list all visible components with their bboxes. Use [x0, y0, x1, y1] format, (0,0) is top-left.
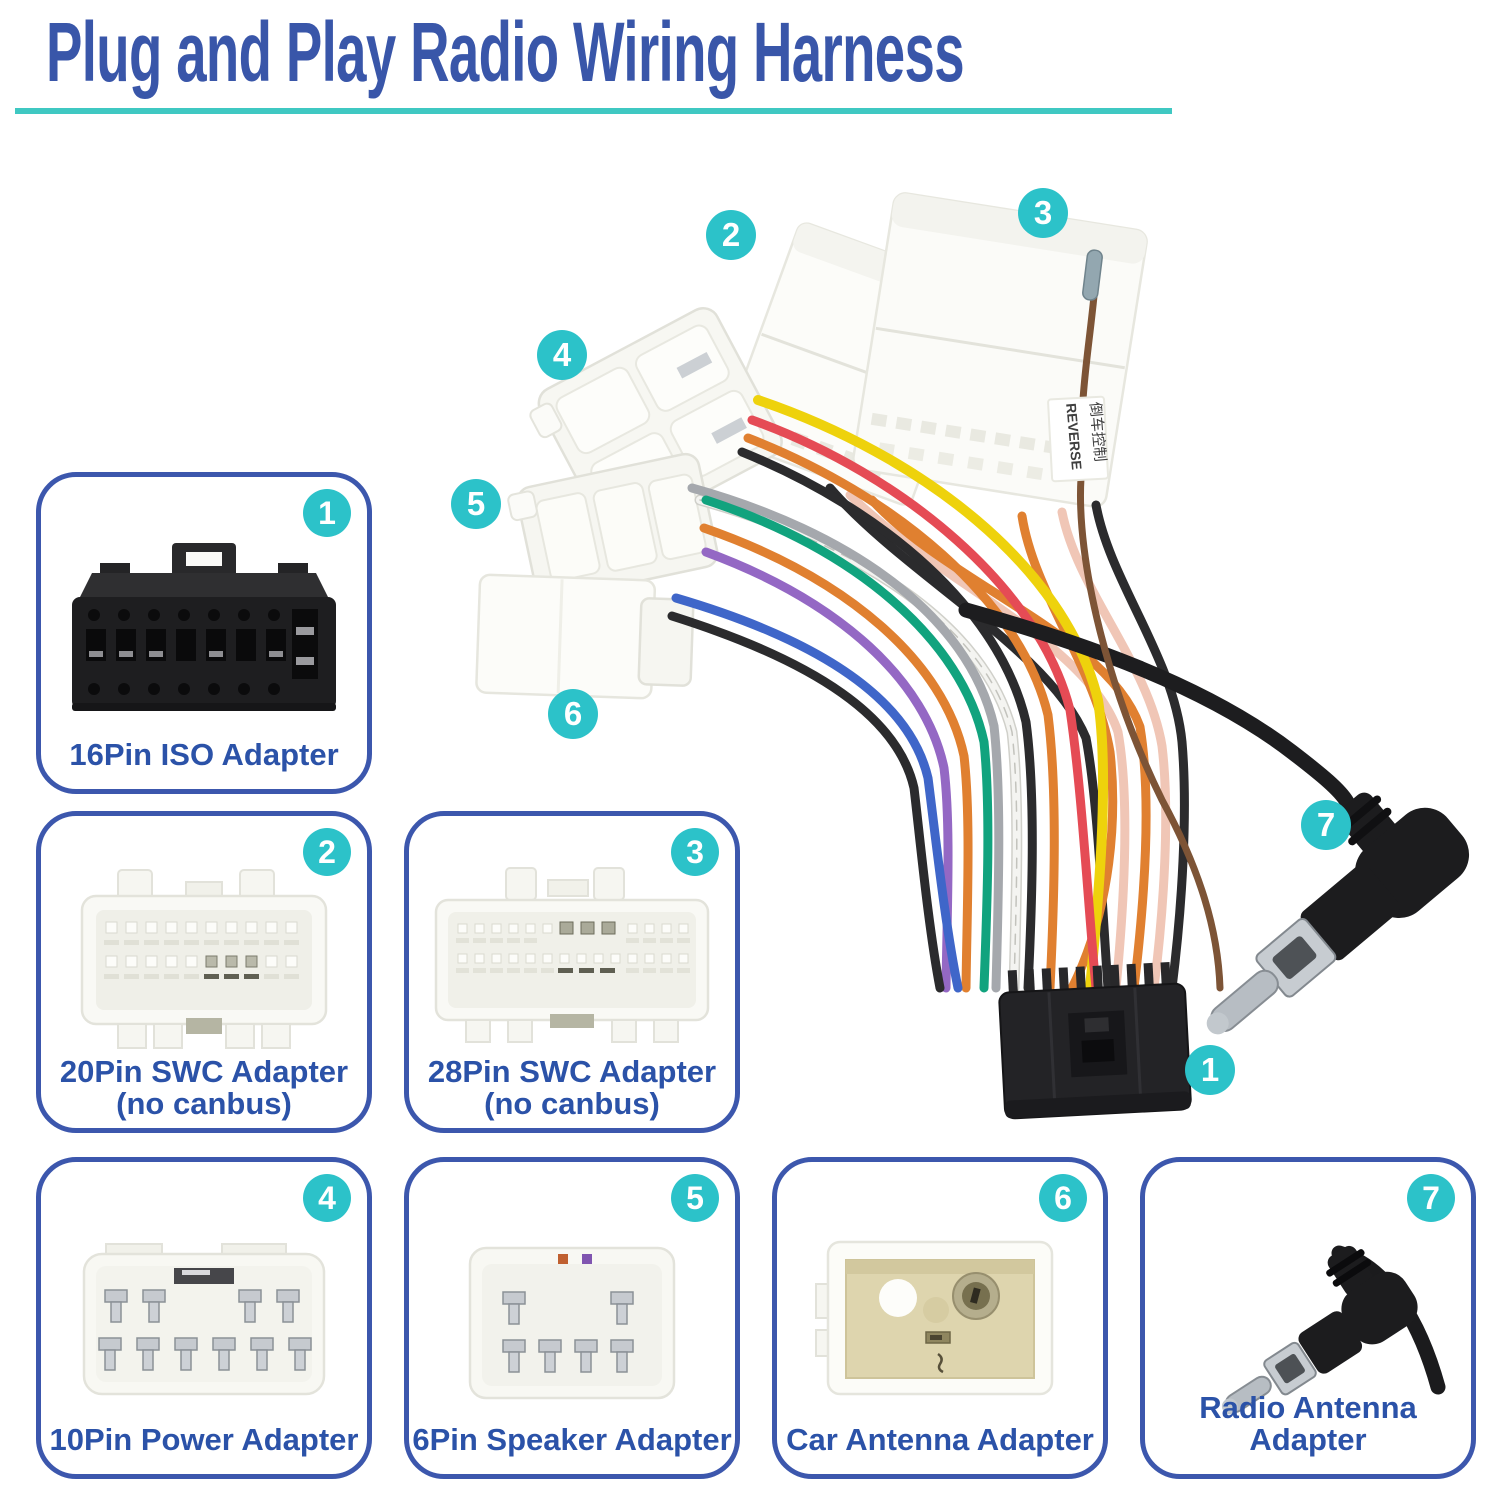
- reverse-wire-upper: [1079, 292, 1098, 404]
- callout-2: 2: [706, 210, 756, 260]
- wire-red: [747, 415, 1101, 993]
- card-badge-5: 5: [671, 1174, 719, 1222]
- reverse-wire: [1077, 292, 1224, 992]
- adapter-card-car-antenna: 6 Car Antenna Adapter: [772, 1157, 1108, 1479]
- antenna-cable: [958, 602, 1355, 810]
- wire-orange-d: [699, 523, 973, 993]
- reverse-wire-lower: [1077, 474, 1224, 992]
- photo-radio-antenna-plug: [1206, 792, 1470, 1035]
- wire-bundle: [667, 395, 1189, 994]
- 28pin-swc-illustration: [434, 867, 710, 1043]
- adapter-label-7: Radio Antenna Adapter: [1199, 1389, 1417, 1457]
- wire-gray: [687, 483, 1004, 993]
- adapter-card-radio-antenna: 7 Radio Antenna Adapter: [1140, 1157, 1476, 1479]
- wire-black-c: [737, 447, 1037, 993]
- 16pin-iso-illustration: [72, 543, 336, 711]
- wire-green: [701, 495, 993, 993]
- reverse-tag: REVERSE 倒车控制: [1047, 395, 1110, 483]
- adapter-card-28pin-swc: 3: [404, 811, 740, 1133]
- title-underline: [15, 108, 1172, 114]
- callout-3: 3: [1018, 188, 1068, 238]
- card-badge-2: 2: [303, 828, 351, 876]
- photo-6pin-speaker-connector: [507, 452, 719, 602]
- card-badge-4: 4: [303, 1174, 351, 1222]
- adapter-card-20pin-swc: 2: [36, 811, 372, 1133]
- card-badge-3: 3: [671, 828, 719, 876]
- adapter-card-10pin-power: 4: [36, 1157, 372, 1479]
- adapter-label-2-line2: (no canbus): [116, 1085, 292, 1121]
- callout-6: 6: [548, 689, 598, 739]
- adapter-label-2-line1: 20Pin SWC Adapter: [59, 1053, 349, 1089]
- reverse-tag-text-zh: 倒车控制: [1086, 401, 1108, 462]
- adapter-label-3: 28Pin SWC Adapter (no canbus): [409, 1053, 735, 1121]
- reverse-tag-text-en: REVERSE: [1063, 402, 1085, 470]
- callout-5: 5: [451, 479, 501, 529]
- wire-yellow: [753, 395, 1109, 993]
- callout-4: 4: [537, 330, 587, 380]
- card-badge-7: 7: [1407, 1174, 1455, 1222]
- wire-black-d: [667, 611, 945, 993]
- adapter-card-6pin-speaker: 5 6Pin Speaker Adapter: [404, 1157, 740, 1479]
- wire-pink-a: [845, 490, 1130, 993]
- adapter-label-3-line1: 28Pin SWC Adapter: [427, 1053, 717, 1089]
- photo-car-antenna-connector: [475, 573, 695, 700]
- adapter-label-3-line2: (no canbus): [484, 1085, 660, 1121]
- photo-16pin-iso-connector: [998, 961, 1192, 1120]
- callout-1: 1: [1185, 1045, 1235, 1095]
- 6pin-speaker-illustration: [468, 1246, 676, 1400]
- 20pin-swc-illustration: [80, 869, 328, 1049]
- car-antenna-illustration: [815, 1240, 1054, 1396]
- adapter-label-4: 10Pin Power Adapter: [49, 1421, 359, 1457]
- callout-7: 7: [1301, 800, 1351, 850]
- white-wire-printing: [699, 499, 1018, 989]
- wire-orange-c: [743, 433, 1059, 993]
- wire-blue: [671, 593, 963, 993]
- adapter-label-1: 16Pin ISO Adapter: [69, 736, 339, 772]
- adapter-label-2: 20Pin SWC Adapter (no canbus): [41, 1053, 367, 1121]
- card-badge-6: 6: [1039, 1174, 1087, 1222]
- harness-photo: REVERSE 倒车控制: [475, 192, 1470, 1120]
- adapter-card-16pin-iso: 1 16Pin ISO Adapter: [36, 472, 372, 794]
- page-title: Plug and Play Radio Wiring Harness: [46, 5, 965, 99]
- adapter-label-6: Car Antenna Adapter: [786, 1421, 1094, 1457]
- radio-antenna-illustration: [1221, 1245, 1446, 1415]
- reverse-wire-tip: [1082, 249, 1103, 301]
- adapter-label-5: 6Pin Speaker Adapter: [412, 1421, 732, 1457]
- card-badge-1: 1: [303, 489, 351, 537]
- wire-black-b: [1091, 500, 1189, 993]
- 10pin-power-illustration: [82, 1243, 326, 1396]
